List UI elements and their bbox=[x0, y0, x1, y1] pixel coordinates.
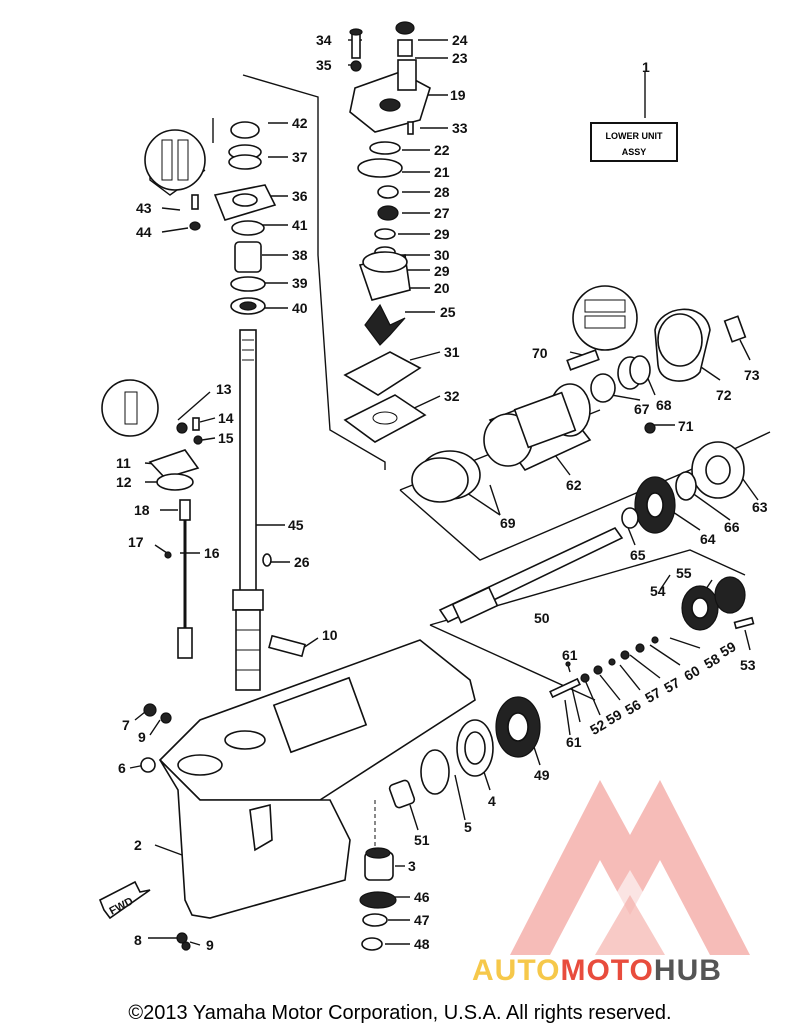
callout-35: 35 bbox=[316, 57, 332, 73]
callout-66: 66 bbox=[724, 519, 740, 535]
callout-43: 43 bbox=[136, 200, 152, 216]
callout-71: 71 bbox=[678, 418, 694, 434]
shift-rod-assembly bbox=[148, 417, 203, 659]
callout-70: 70 bbox=[532, 345, 548, 361]
callout-12: 12 bbox=[116, 474, 132, 490]
callout-62: 62 bbox=[566, 477, 582, 493]
callout-67: 67 bbox=[634, 401, 650, 417]
assembly-label-line1: LOWER UNIT bbox=[605, 131, 663, 141]
callout-13: 13 bbox=[216, 381, 232, 397]
callout-68: 68 bbox=[656, 397, 672, 413]
callout-72: 72 bbox=[716, 387, 732, 403]
watermark-part-auto: AUTO bbox=[472, 954, 561, 987]
housing-hardware bbox=[140, 703, 191, 951]
callout-5: 5 bbox=[464, 819, 472, 835]
callout-53: 53 bbox=[740, 657, 756, 673]
callout-labels: 1 2 3 4 5 6 7 8 9 9 10 11 12 13 14 15 16… bbox=[108, 32, 768, 953]
callout-48: 48 bbox=[414, 936, 430, 952]
callout-51: 51 bbox=[414, 832, 430, 848]
callout-38: 38 bbox=[292, 247, 308, 263]
assembly-label-box: LOWER UNIT ASSY bbox=[590, 122, 678, 162]
callout-52: 52 bbox=[587, 716, 609, 738]
callout-42: 42 bbox=[292, 115, 308, 131]
callout-21: 21 bbox=[434, 164, 450, 180]
callout-3: 3 bbox=[408, 858, 416, 874]
callout-39: 39 bbox=[292, 275, 308, 291]
callout-19: 19 bbox=[450, 87, 466, 103]
callout-14: 14 bbox=[218, 410, 234, 426]
callout-7: 7 bbox=[122, 717, 130, 733]
leader-lines bbox=[129, 39, 771, 946]
callout-41: 41 bbox=[292, 217, 308, 233]
watermark-logo-emblem bbox=[510, 780, 750, 955]
callout-58: 58 bbox=[701, 650, 723, 672]
callout-45: 45 bbox=[288, 517, 304, 533]
callout-27: 27 bbox=[434, 205, 450, 221]
callout-40: 40 bbox=[292, 300, 308, 316]
callout-49: 49 bbox=[534, 767, 550, 783]
callout-55: 55 bbox=[676, 565, 692, 581]
copyright-footer: ©2013 Yamaha Motor Corporation, U.S.A. A… bbox=[128, 1002, 672, 1024]
callout-59-a: 59 bbox=[603, 706, 625, 728]
callout-61-a: 61 bbox=[562, 647, 578, 663]
callout-64: 64 bbox=[700, 531, 716, 547]
callout-6: 6 bbox=[118, 760, 126, 776]
callout-29-b: 29 bbox=[434, 263, 450, 279]
callout-11: 11 bbox=[116, 455, 131, 471]
callout-24: 24 bbox=[452, 32, 468, 48]
detail-circles bbox=[101, 129, 638, 437]
watermark-part-hub: HUB bbox=[653, 954, 722, 987]
callout-26: 26 bbox=[294, 554, 310, 570]
water-pump-assembly bbox=[343, 21, 431, 443]
callout-9-b: 9 bbox=[206, 937, 214, 953]
drive-shaft-assembly bbox=[189, 121, 277, 691]
callout-8: 8 bbox=[134, 932, 142, 948]
callout-63: 63 bbox=[752, 499, 768, 515]
callout-20: 20 bbox=[434, 280, 450, 296]
callout-36: 36 bbox=[292, 188, 308, 204]
callout-34: 34 bbox=[316, 32, 332, 48]
callout-50: 50 bbox=[534, 610, 550, 626]
propeller-shaft-assembly bbox=[388, 526, 755, 809]
callout-15: 15 bbox=[218, 430, 234, 446]
lower-case-housing bbox=[98, 634, 476, 920]
callout-25: 25 bbox=[440, 304, 456, 320]
callout-4: 4 bbox=[488, 793, 496, 809]
callout-10: 10 bbox=[322, 627, 338, 643]
callout-47: 47 bbox=[414, 912, 430, 928]
callout-56: 56 bbox=[622, 696, 644, 718]
callout-57-b: 57 bbox=[661, 674, 683, 696]
callout-17: 17 bbox=[128, 534, 144, 550]
callout-16: 16 bbox=[204, 545, 220, 561]
callout-22: 22 bbox=[434, 142, 450, 158]
callout-28: 28 bbox=[434, 184, 450, 200]
callout-31: 31 bbox=[444, 344, 460, 360]
callout-1: 1 bbox=[642, 59, 650, 75]
callout-69: 69 bbox=[500, 515, 516, 531]
callout-65: 65 bbox=[630, 547, 646, 563]
callout-73: 73 bbox=[744, 367, 760, 383]
watermark-part-moto: MOTO bbox=[560, 954, 654, 987]
callout-23: 23 bbox=[452, 50, 468, 66]
pinion-gear-stack bbox=[359, 800, 397, 951]
callout-60: 60 bbox=[681, 662, 703, 684]
callout-33: 33 bbox=[452, 120, 468, 136]
callout-59-b: 59 bbox=[717, 638, 739, 660]
prop-shaft-housing-assembly bbox=[411, 308, 747, 534]
callout-9-a: 9 bbox=[138, 729, 146, 745]
callout-2: 2 bbox=[134, 837, 142, 853]
callout-30: 30 bbox=[434, 247, 450, 263]
callout-54: 54 bbox=[650, 583, 666, 599]
callout-61-b: 61 bbox=[566, 734, 582, 750]
callout-44: 44 bbox=[136, 224, 152, 240]
callout-32: 32 bbox=[444, 388, 460, 404]
assembly-label-line2: ASSY bbox=[621, 147, 647, 157]
callout-29-a: 29 bbox=[434, 226, 450, 242]
callout-18: 18 bbox=[134, 502, 150, 518]
watermark-text: AUTOMOTOHUB bbox=[472, 954, 722, 988]
callout-37: 37 bbox=[292, 149, 308, 165]
callout-46: 46 bbox=[414, 889, 430, 905]
callout-57-a: 57 bbox=[642, 684, 664, 706]
